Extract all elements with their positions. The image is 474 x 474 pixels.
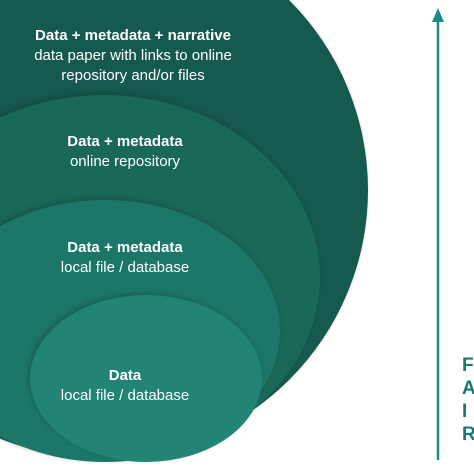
level-label-data-local: Data local file / database <box>40 366 210 406</box>
level-description: online repository <box>69 153 181 170</box>
level-label-online-repository: Data + metadata online repository <box>40 132 210 172</box>
arrow-head <box>432 8 444 22</box>
side-letter: A <box>462 378 474 399</box>
level-title: Data + metadata + narrative <box>35 27 231 44</box>
level-title: Data + metadata <box>67 239 183 256</box>
level-description: repository and/or files <box>61 67 205 84</box>
level-description: local file / database <box>60 387 190 404</box>
level-description: data paper with links to online <box>34 47 232 64</box>
side-letter: R <box>462 424 474 445</box>
level-label-narrative: Data + metadata + narrative data paper w… <box>0 26 266 86</box>
inner-circle <box>30 295 262 462</box>
side-letter: I <box>462 401 468 422</box>
level-label-metadata-local: Data + metadata local file / database <box>40 238 210 278</box>
side-letter: F <box>462 355 474 376</box>
up-arrow-icon <box>432 8 444 460</box>
level-title: Data + metadata <box>67 133 183 150</box>
level-description: local file / database <box>60 259 190 276</box>
level-title: Data <box>108 367 142 384</box>
